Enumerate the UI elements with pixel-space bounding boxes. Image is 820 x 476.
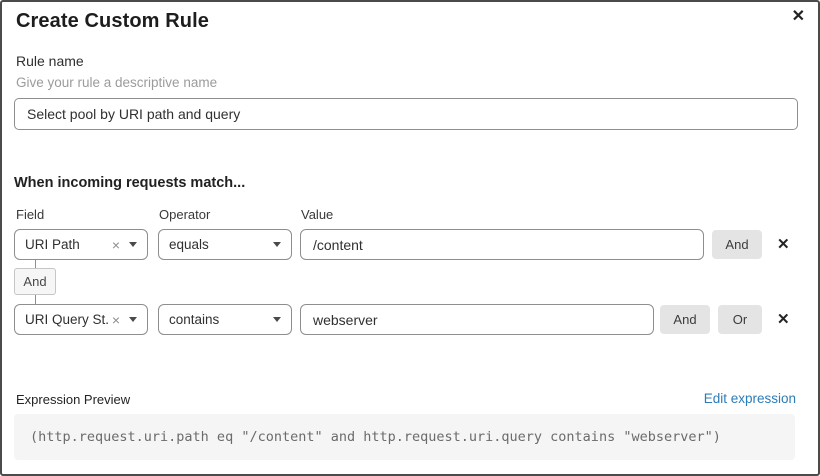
chevron-down-icon [129, 317, 137, 322]
page-title: Create Custom Rule [16, 10, 209, 32]
column-label-operator: Operator [159, 207, 211, 222]
rule-name-input[interactable] [14, 98, 798, 130]
chevron-down-icon [129, 242, 137, 247]
add-or-condition-button-row2[interactable]: Or [718, 305, 762, 334]
chevron-down-icon [273, 242, 281, 247]
expression-preview-label: Expression Preview [16, 392, 131, 407]
edit-expression-link[interactable]: Edit expression [703, 391, 796, 406]
close-icon[interactable]: ✕ [791, 8, 805, 25]
remove-condition-icon-row2[interactable]: ✕ [777, 311, 790, 328]
operator-select-row2-value: contains [169, 312, 220, 327]
field-select-row2-value: URI Query St... [25, 312, 108, 327]
operator-select-row1[interactable]: equals [158, 229, 292, 260]
chevron-down-icon [273, 317, 281, 322]
rule-name-helper: Give your rule a descriptive name [16, 75, 218, 90]
value-input-row2[interactable] [300, 304, 654, 335]
field-select-row2[interactable]: URI Query St... × [14, 304, 148, 335]
field-select-row1[interactable]: URI Path × [14, 229, 148, 260]
field-select-row1-value: URI Path [25, 237, 80, 252]
add-and-condition-button-row1[interactable]: And [712, 230, 762, 259]
value-input-row1[interactable] [300, 229, 704, 260]
column-label-value: Value [301, 207, 334, 222]
expression-preview-code: (http.request.uri.path eq "/content" and… [14, 414, 795, 460]
clear-selection-icon[interactable]: × [111, 311, 120, 328]
operator-select-row2[interactable]: contains [158, 304, 292, 335]
connector-line-top [35, 260, 36, 268]
connector-line-bottom [35, 295, 36, 304]
match-section-heading: When incoming requests match... [14, 175, 246, 191]
remove-condition-icon-row1[interactable]: ✕ [777, 236, 790, 253]
rule-name-label: Rule name [16, 53, 84, 69]
column-label-field: Field [16, 207, 45, 222]
and-connector-badge: And [14, 268, 56, 295]
clear-selection-icon[interactable]: × [111, 236, 120, 253]
add-and-condition-button-row2[interactable]: And [660, 305, 710, 334]
operator-select-row1-value: equals [169, 237, 209, 252]
